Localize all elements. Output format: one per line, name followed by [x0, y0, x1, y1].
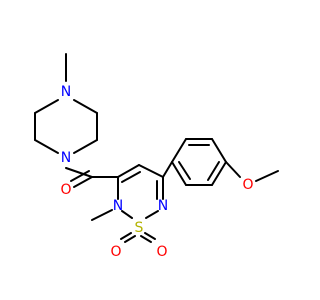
- atom-piperazine-N-top: N: [61, 84, 71, 100]
- bond-ring-S-N: [121, 210, 133, 219]
- bond-piperazine-4: [34, 139, 59, 154]
- molecule-structure: N N O N S N O O O: [34, 53, 279, 260]
- bond-piperazine-carbonyl: [65, 167, 93, 178]
- bond-benzene-3: [211, 138, 227, 163]
- bond-ring-C3-C4: [117, 164, 140, 178]
- bond-benzene-6-double: [178, 161, 191, 180]
- atom-labels: N N O N S N O O O: [60, 84, 253, 260]
- bond-S-O-right-double: [140, 235, 152, 243]
- bond-methoxy-methyl: [255, 170, 279, 182]
- bond-benzene-6: [171, 161, 187, 186]
- atom-ring-S: S: [135, 220, 144, 236]
- bond-ring-N-S: [145, 210, 159, 219]
- bond-ring-C4-C5: [138, 164, 164, 178]
- bond-benzene-4: [211, 161, 227, 186]
- bond-piperazine-1: [73, 99, 98, 114]
- atom-piperazine-N-bottom: N: [61, 150, 71, 166]
- bond-piperazine-3: [73, 139, 98, 154]
- bond-piperazine-6: [34, 99, 59, 114]
- atom-sulfonyl-O-left: O: [110, 244, 121, 260]
- bond-carbonyl-O: [73, 176, 93, 188]
- bond-carbonyl-O-double: [70, 170, 90, 182]
- atom-methoxy-O: O: [242, 177, 253, 193]
- bonds: [34, 53, 279, 243]
- atom-sulfonyl-O-right: O: [156, 244, 167, 260]
- bond-benzene-1: [171, 138, 187, 163]
- bond-ring-N-methyl: [91, 209, 113, 221]
- bond-benzene-4-double: [207, 161, 220, 181]
- bond-S-O-right: [144, 232, 156, 240]
- bond-aryl-methoxy-O: [225, 161, 241, 178]
- atom-carbonyl-O: O: [60, 182, 71, 198]
- bond-S-O-left-double: [124, 235, 136, 243]
- bond-ring-C3-C4-double: [121, 171, 141, 183]
- bond-ring-aryl: [162, 161, 173, 178]
- atom-ring-N-imine: N: [158, 198, 168, 214]
- atom-ring-N-methyl: N: [113, 198, 123, 214]
- bond-S-O-left: [120, 232, 132, 240]
